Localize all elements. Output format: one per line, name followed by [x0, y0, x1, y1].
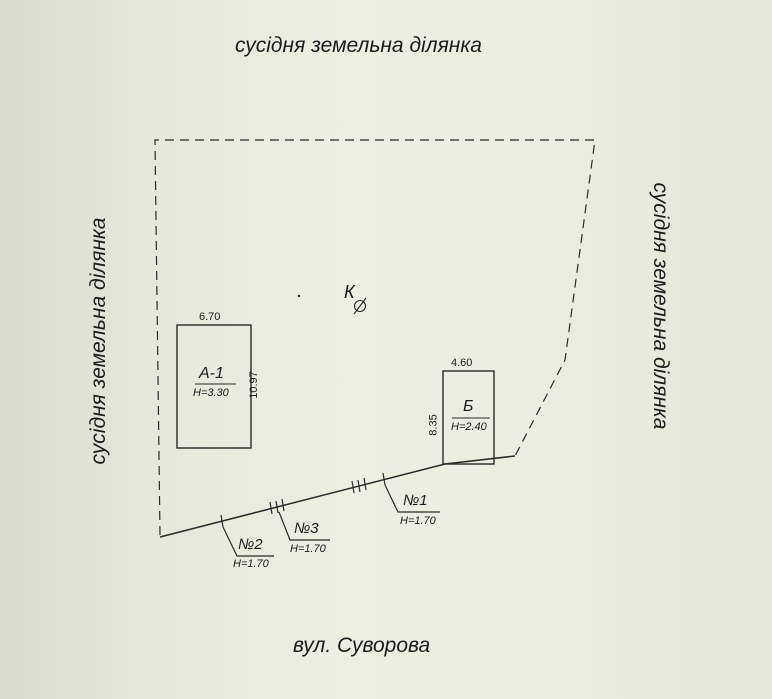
building-a1-height: Н=3.30	[193, 387, 229, 399]
well-icon-slash	[353, 297, 367, 315]
center-dot	[297, 294, 301, 298]
top-neighbor-label: сусідня земельна ділянка	[235, 34, 482, 57]
fence-2-name: №2	[238, 536, 263, 553]
street-boundary	[159, 455, 516, 538]
fence-3-height: Н=1.70	[290, 543, 326, 555]
street-label: вул. Суворова	[293, 634, 431, 657]
building-b-height: Н=2.40	[451, 421, 487, 433]
building-a1-length: 10.97	[247, 371, 260, 399]
fence-1-name: №1	[403, 492, 428, 509]
fence-1-height: Н=1.70	[400, 515, 436, 527]
building-a1-width: 6.70	[199, 311, 221, 323]
building-b-name: Б	[463, 398, 474, 415]
fence-leaders	[222, 484, 440, 557]
building-b-width: 4.60	[451, 357, 473, 369]
building-b	[442, 370, 495, 465]
building-b-length: 8.35	[427, 414, 440, 436]
building-a1-name: А-1	[199, 365, 224, 382]
dashed-boundary	[154, 139, 596, 536]
fence-2-height: Н=1.70	[233, 558, 269, 570]
fence-ticks	[220, 472, 386, 528]
building-a1	[176, 324, 252, 449]
well-icon	[353, 299, 367, 313]
well-label: К	[344, 282, 355, 302]
fence-3-name: №3	[294, 520, 319, 537]
